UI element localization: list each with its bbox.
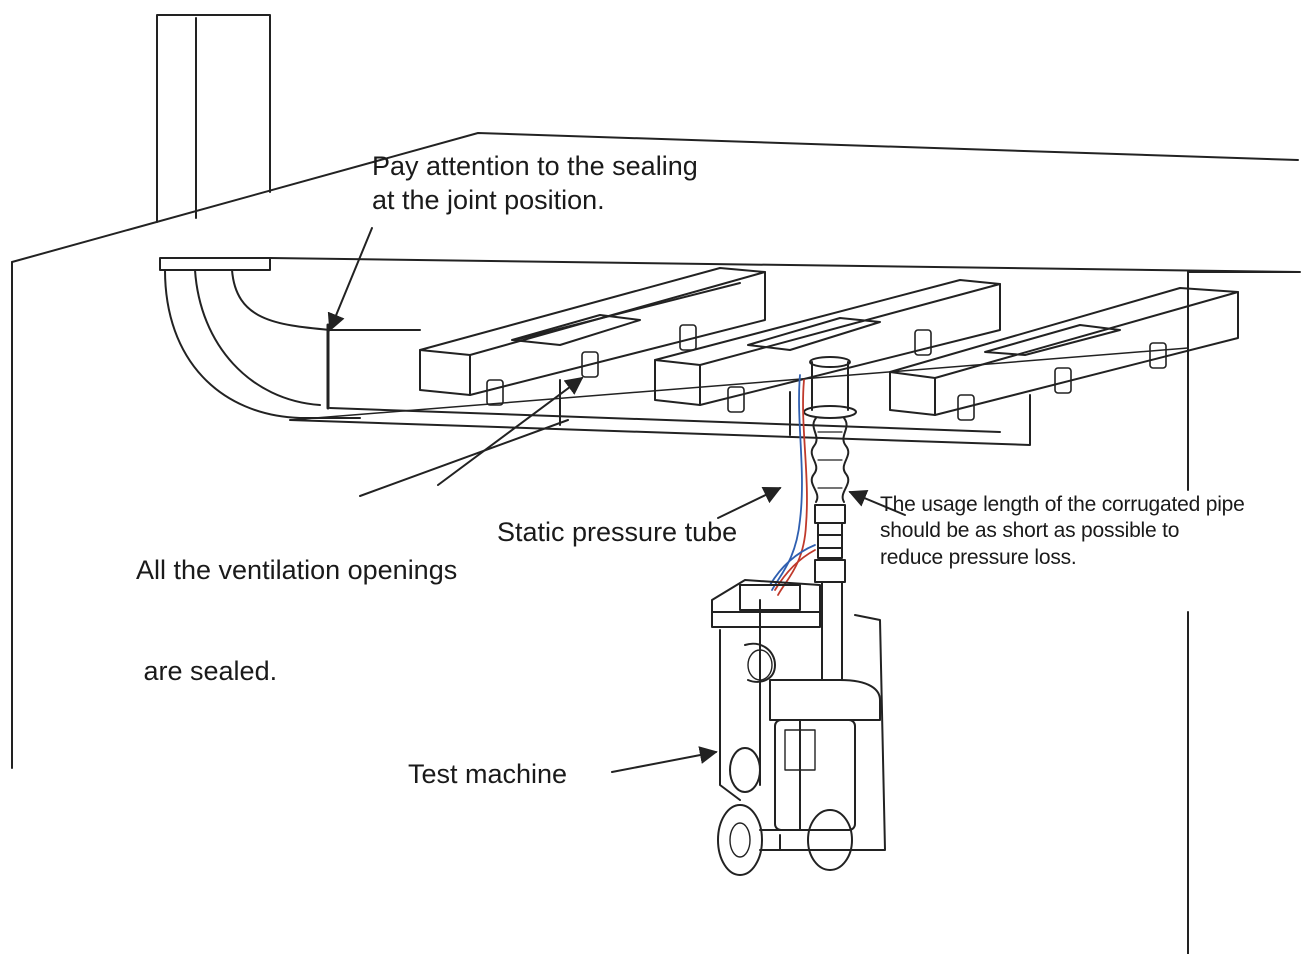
- openings-leader-2: [359, 419, 569, 497]
- ceiling-plane: [269, 257, 1301, 421]
- corrugated-pipe-note-line2: should be as short as possible to: [880, 519, 1180, 543]
- openings-sealed-note-line1: All the ventilation openings: [136, 554, 458, 585]
- main-duct: [289, 407, 1031, 446]
- elbow-duct: [159, 257, 421, 419]
- static-pressure-tube-label: Static pressure tube: [497, 517, 738, 547]
- joint-sealing-note-line2: at the joint position.: [372, 184, 605, 215]
- corrugated-pipe-note-line3: reduce pressure loss.: [880, 545, 1077, 569]
- annotation-leaders: [327, 227, 906, 773]
- sealed-openings: [486, 324, 1167, 421]
- corrugated-leader: [848, 489, 906, 516]
- joint-sealing-note-line1: Pay attention to the sealing: [372, 151, 698, 181]
- static-tube-leader: [717, 486, 782, 519]
- joint-sealing-leader: [327, 227, 373, 332]
- corrugated-pipe-note: The usage length of the corrugated pipe …: [880, 492, 1245, 571]
- openings-leader-1: [437, 376, 584, 486]
- joint-sealing-note: Pay attention to the sealing at the join…: [372, 150, 698, 218]
- test-machine-label: Test machine: [408, 759, 568, 789]
- openings-sealed-note-line2: are sealed.: [136, 655, 278, 686]
- test-machine: [711, 579, 886, 876]
- branch-ducts: [419, 267, 1239, 441]
- corrugated-pipe-note-line1: The usage length of the corrugated pipe: [880, 493, 1245, 516]
- openings-sealed-note: All the ventilation openings are sealed.: [136, 486, 457, 722]
- test-machine-leader: [611, 746, 718, 773]
- corrugated-pipe: [803, 356, 857, 681]
